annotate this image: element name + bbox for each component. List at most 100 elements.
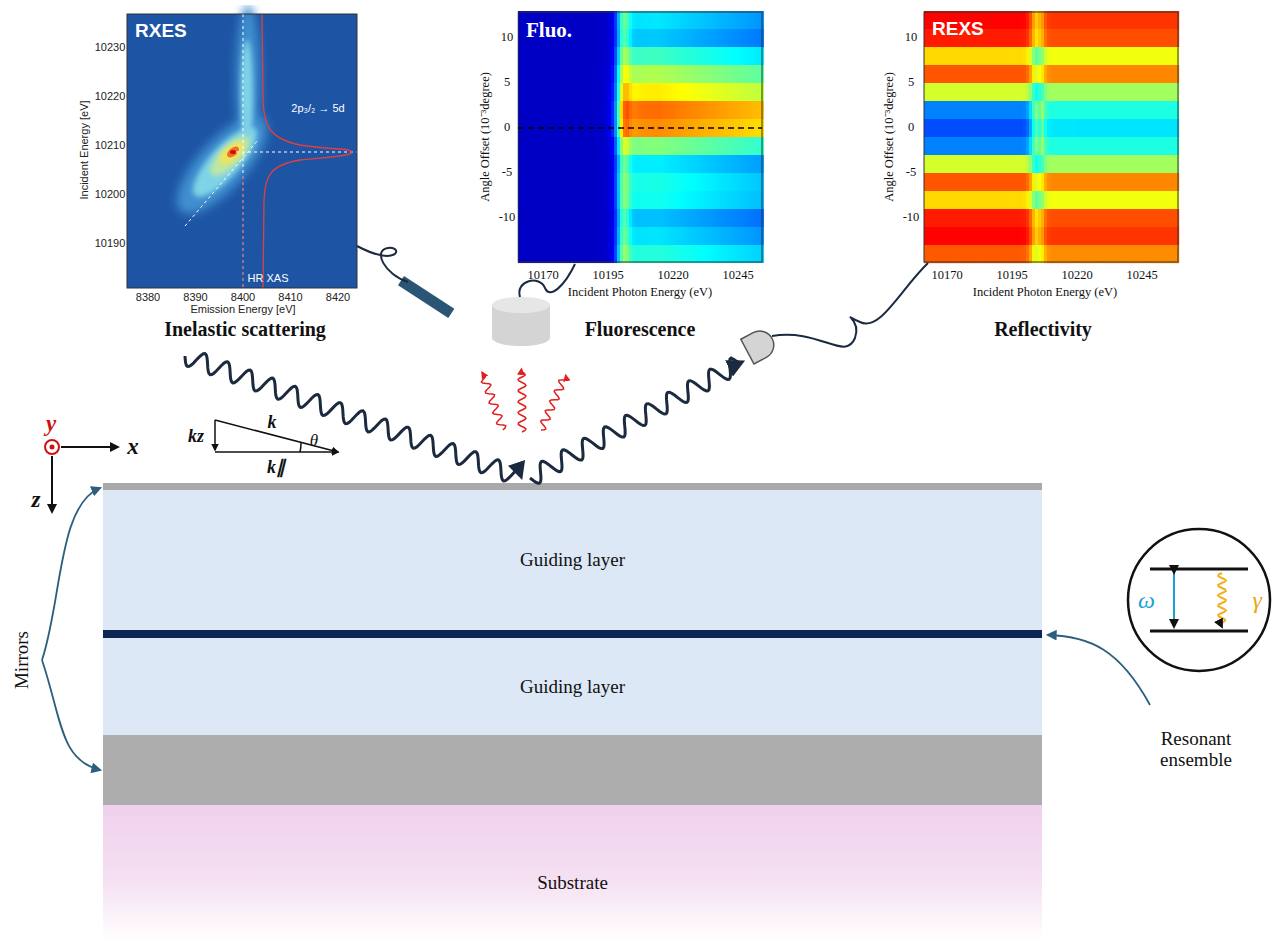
heatmap-cell xyxy=(626,227,629,245)
heatmap-cell xyxy=(527,191,530,209)
heatmap-cell xyxy=(984,173,987,191)
heatmap-cell xyxy=(614,83,617,101)
heatmap-cell xyxy=(1062,173,1065,191)
heatmap-cell xyxy=(692,173,695,191)
heatmap-cell xyxy=(1107,173,1110,191)
heatmap-cell xyxy=(647,65,650,83)
heatmap-cell xyxy=(659,209,662,227)
heatmap-cell xyxy=(539,47,542,65)
heatmap-cell xyxy=(551,47,554,65)
heatmap-cell xyxy=(1086,29,1089,47)
heatmap-cell xyxy=(581,191,584,209)
heatmap-cell xyxy=(722,137,725,155)
heatmap-cell xyxy=(563,245,566,263)
heatmap-cell xyxy=(674,65,677,83)
heatmap-cell xyxy=(554,137,557,155)
heatmap-cell xyxy=(1107,101,1110,119)
heatmap-cell xyxy=(623,29,626,47)
heatmap-cell xyxy=(728,83,731,101)
heatmap-cell xyxy=(1128,29,1131,47)
heatmap-cell xyxy=(1128,65,1131,83)
heatmap-cell xyxy=(1116,119,1119,137)
heatmap-cell xyxy=(1077,173,1080,191)
heatmap-cell xyxy=(1056,83,1059,101)
heatmap-cell xyxy=(659,101,662,119)
heatmap-cell xyxy=(1122,173,1125,191)
heatmap-cell xyxy=(668,209,671,227)
heatmap-cell xyxy=(1101,47,1104,65)
heatmap-cell xyxy=(740,155,743,173)
heatmap-cell xyxy=(668,227,671,245)
heatmap-cell xyxy=(581,137,584,155)
heatmap-cell xyxy=(605,191,608,209)
heatmap-cell xyxy=(731,245,734,263)
heatmap-cell xyxy=(758,11,761,29)
heatmap-cell xyxy=(1053,65,1056,83)
heatmap-cell xyxy=(1020,29,1023,47)
heatmap-cell xyxy=(1158,83,1161,101)
heatmap-cell xyxy=(653,29,656,47)
heatmap-cell xyxy=(758,47,761,65)
heatmap-cell xyxy=(554,227,557,245)
heatmap-cell xyxy=(1110,11,1113,29)
heatmap-cell xyxy=(629,65,632,83)
heatmap-cell xyxy=(1041,29,1044,47)
heatmap-cell xyxy=(1071,83,1074,101)
heatmap-cell xyxy=(737,155,740,173)
heatmap-cell xyxy=(1158,11,1161,29)
heatmap-cell xyxy=(566,191,569,209)
heatmap-cell xyxy=(1068,137,1071,155)
heatmap-cell xyxy=(1074,29,1077,47)
heatmap-cell xyxy=(530,47,533,65)
heatmap-cell xyxy=(572,29,575,47)
heatmap-cell xyxy=(653,227,656,245)
heatmap-cell xyxy=(641,101,644,119)
heatmap-cell xyxy=(942,65,945,83)
heatmap-cell xyxy=(1017,155,1020,173)
plot-frame xyxy=(518,12,762,262)
heatmap-cell xyxy=(710,245,713,263)
heatmap-cell xyxy=(599,47,602,65)
heatmap-cell xyxy=(963,173,966,191)
heatmap-cell xyxy=(587,137,590,155)
heatmap-cell xyxy=(533,209,536,227)
heatmap-cell xyxy=(707,209,710,227)
heatmap-cell xyxy=(524,173,527,191)
heatmap-cell xyxy=(1158,101,1161,119)
heatmap-cell xyxy=(719,245,722,263)
heatmap-cell xyxy=(521,47,524,65)
heatmap-cell xyxy=(539,137,542,155)
heatmap-cell xyxy=(1056,65,1059,83)
heatmap-cell xyxy=(939,101,942,119)
heatmap-cell xyxy=(605,173,608,191)
heatmap-cell xyxy=(1098,11,1101,29)
heatmap-cell xyxy=(641,209,644,227)
heatmap-cell xyxy=(635,137,638,155)
heatmap-cell xyxy=(1125,47,1128,65)
heatmap-cell xyxy=(761,227,764,245)
heatmap-cell xyxy=(743,137,746,155)
heatmap-cell xyxy=(1164,155,1167,173)
heatmap-cell xyxy=(927,119,930,137)
heatmap-cell xyxy=(1041,173,1044,191)
heatmap-cell xyxy=(530,209,533,227)
heatmap-cell xyxy=(755,245,758,263)
heatmap-cell xyxy=(524,227,527,245)
heatmap-cell xyxy=(566,245,569,263)
heatmap-cell xyxy=(1104,65,1107,83)
heatmap-cell xyxy=(677,47,680,65)
heatmap-cell xyxy=(1011,119,1014,137)
heatmap-cell xyxy=(584,173,587,191)
heatmap-cell xyxy=(761,245,764,263)
heatmap-cell xyxy=(1044,173,1047,191)
heatmap-cell xyxy=(653,191,656,209)
heatmap-cell xyxy=(737,29,740,47)
heatmap-cell xyxy=(629,173,632,191)
heatmap-cell xyxy=(689,47,692,65)
heatmap-cell xyxy=(653,11,656,29)
heatmap-cell xyxy=(942,119,945,137)
heatmap-cell xyxy=(999,119,1002,137)
heatmap-cell xyxy=(752,11,755,29)
heatmap-cell xyxy=(1062,137,1065,155)
heatmap-cell xyxy=(602,65,605,83)
